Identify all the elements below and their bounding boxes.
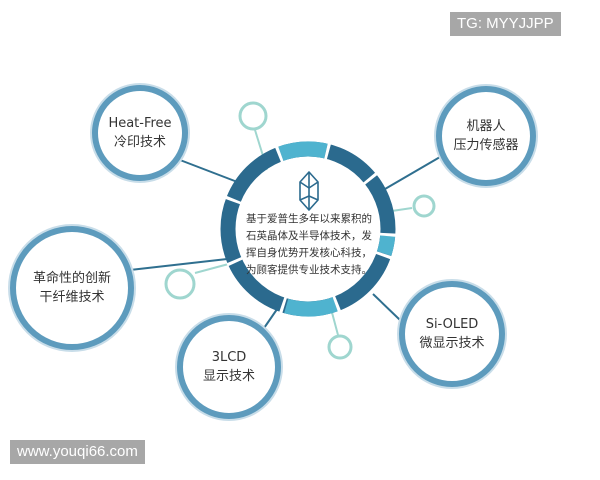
node-heat-free-subtitle: 冷印技术 (113, 135, 166, 150)
node-3lcd-subtitle: 显示技术 (202, 369, 255, 384)
connector-fiber (129, 257, 237, 271)
center-line-3: 挥自身优势开发核心科技， (246, 247, 372, 259)
accent-circle-right (412, 194, 436, 218)
center-line-4: 为顾客提供专业技术支持。 (246, 264, 372, 276)
connector-sensor (384, 156, 441, 190)
center-description: 基于爱普生多年以来累积的 石英晶体及半导体技术，发 挥自身优势开发核心科技， 为… (240, 211, 378, 279)
node-sensor-title: 机器人 (466, 119, 506, 134)
node-si-oled: Si-OLED 微显示技术 (399, 281, 505, 387)
node-fiber-title: 革命性的创新 (32, 271, 111, 286)
watermark-bottom-left: www.youqi66.com (10, 440, 145, 464)
accent-circle-bottom (327, 334, 353, 360)
node-3lcd: 3LCD 显示技术 (177, 315, 281, 419)
node-3lcd-title: 3LCD (211, 350, 247, 365)
node-heat-free-title: Heat-Free (108, 116, 172, 131)
node-si-oled-title: Si-OLED (425, 317, 479, 332)
node-robot-sensor: 机器人 压力传感器 (436, 86, 536, 186)
connector-si-oled (372, 293, 401, 321)
center-line-1: 基于爱普生多年以来累积的 (246, 213, 372, 225)
node-dry-fiber: 革命性的创新 干纤维技术 (10, 226, 134, 350)
node-sensor-subtitle: 压力传感器 (453, 138, 519, 153)
accent-circle-left (164, 268, 196, 300)
node-fiber-subtitle: 干纤维技术 (39, 290, 105, 305)
center-line-2: 石英晶体及半导体技术，发 (246, 230, 372, 242)
node-heat-free: Heat-Free 冷印技术 (92, 85, 188, 181)
watermark-top-right: TG: MYYJJPP (450, 12, 561, 36)
node-si-oled-subtitle: 微显示技术 (419, 336, 485, 351)
crystal-icon (299, 171, 319, 211)
center-disc (236, 157, 380, 301)
accent-circle-top (238, 101, 268, 131)
connector-heat-free (179, 159, 241, 184)
